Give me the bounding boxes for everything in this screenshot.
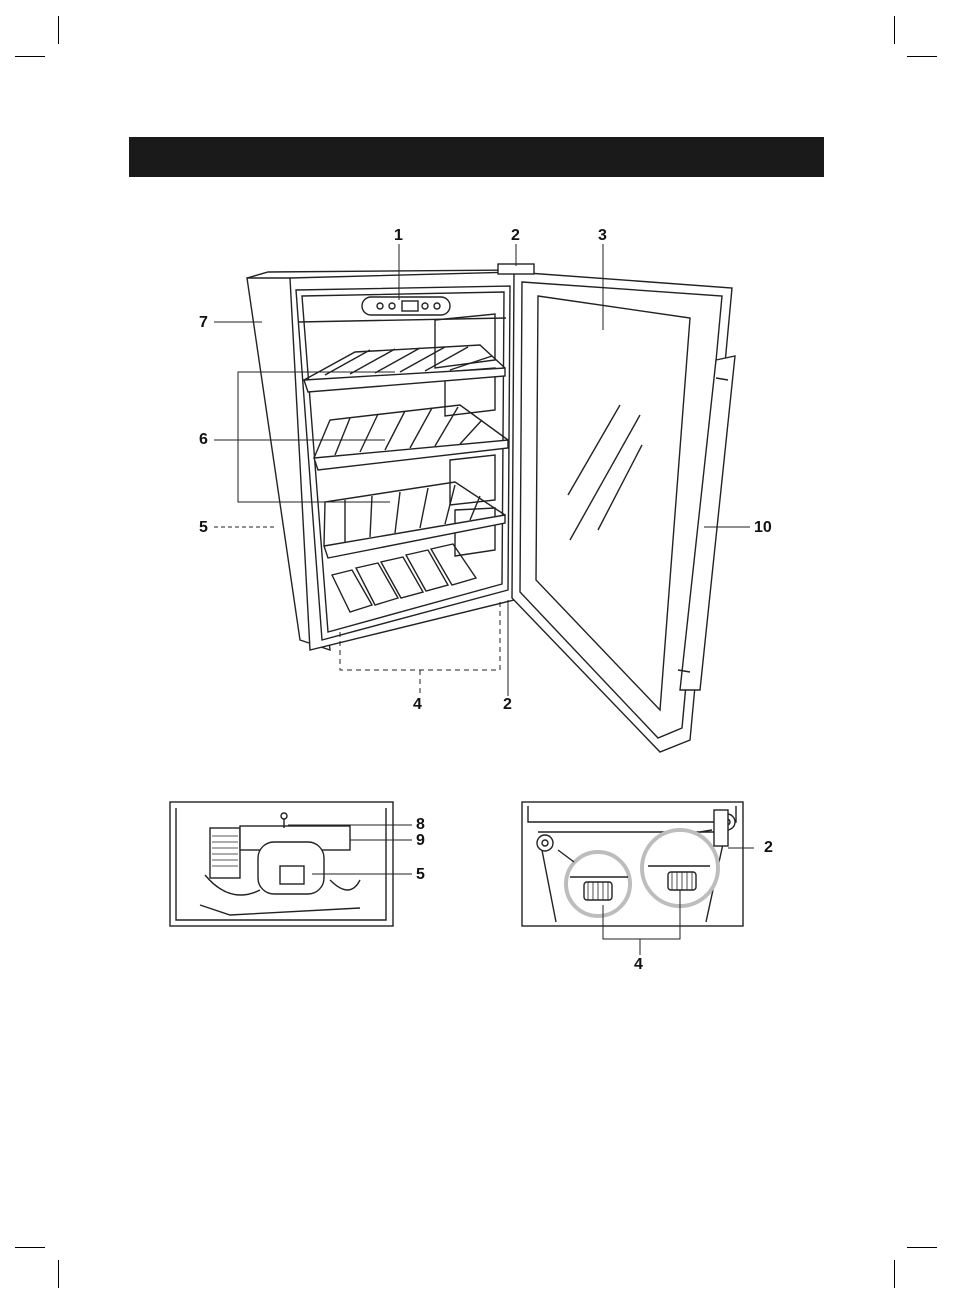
feet-detail — [522, 802, 754, 955]
callout-3-glass-door: 3 — [598, 228, 607, 244]
callout-1-control-panel: 1 — [394, 228, 403, 244]
callout-5-compressor: 5 — [199, 520, 208, 536]
glass-door — [512, 272, 735, 752]
callout-2-detail: 2 — [764, 840, 773, 856]
callout-2-bottom-hinge: 2 — [503, 697, 512, 713]
callout-5-detail: 5 — [416, 867, 425, 883]
callout-4-feet: 4 — [413, 697, 422, 713]
callout-6-shelves: 6 — [199, 432, 208, 448]
compressor-detail — [170, 802, 412, 926]
callout-10-handle: 10 — [754, 520, 772, 536]
callout-9: 9 — [416, 833, 425, 849]
callout-4-detail: 4 — [634, 957, 643, 973]
callout-2-top-hinge: 2 — [511, 228, 520, 244]
callout-8: 8 — [416, 817, 425, 833]
callout-7-cabinet: 7 — [199, 315, 208, 331]
